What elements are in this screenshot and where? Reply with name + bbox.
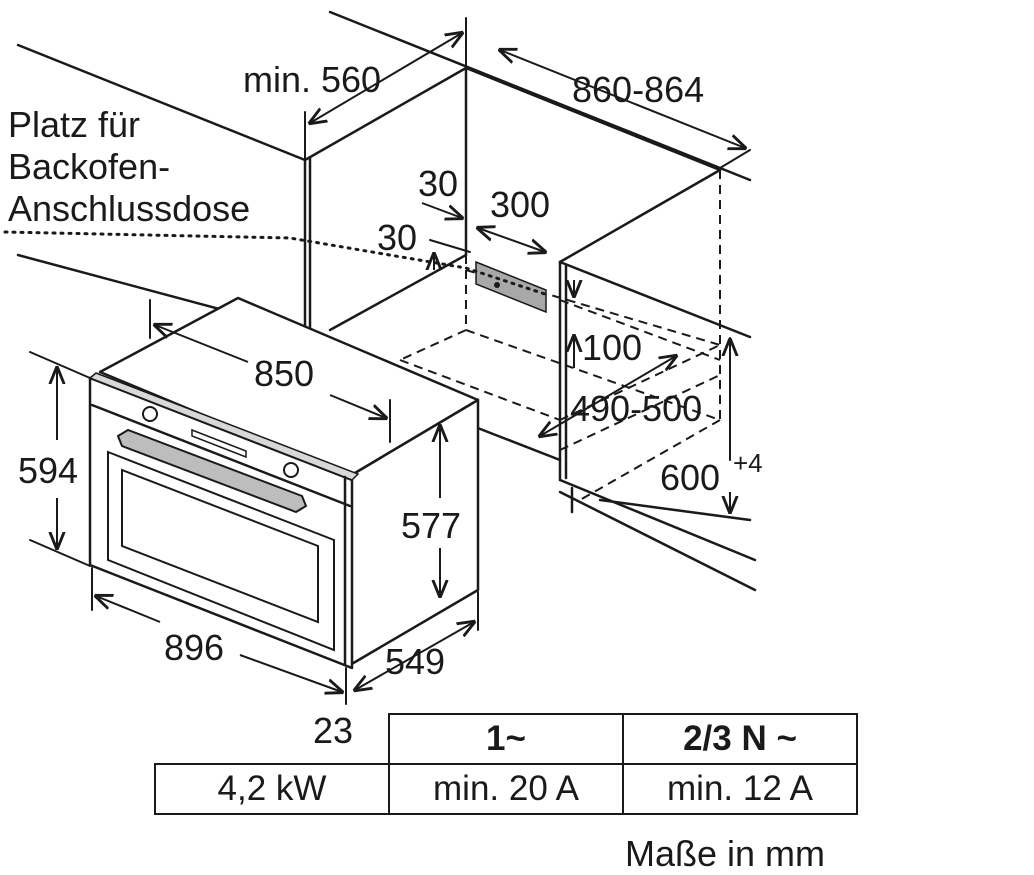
cabinet-niche [3,10,757,592]
socket-label-line-1: Platz für [8,104,140,145]
label-socket-height: 100 [582,327,642,368]
table-header-row: 1~ 2/3 N ~ [155,713,858,765]
label-niche-height-tolerance: +4 [733,448,763,478]
label-niche-width: 860-864 [572,69,704,110]
label-front-thickness: 23 [313,710,354,751]
table-header-cell [155,714,389,764]
handle-icon [116,428,308,514]
label-oven-width-body: 850 [254,353,314,394]
display-icon [191,428,247,459]
dimension-lines [29,17,751,705]
oven [88,296,480,670]
label-oven-width-front: 896 [164,627,224,668]
label-socket-width: 300 [490,184,550,225]
table-header-cell: 2/3 N ~ [622,713,858,765]
table-cell: 4,2 kW [154,763,390,815]
table-cell: min. 12 A [622,763,858,815]
label-oven-height-front: 594 [18,450,78,491]
power-spec-table: 1~ 2/3 N ~ 4,2 kW min. 20 A min. 12 A [154,713,858,815]
label-oven-depth: 549 [385,641,445,682]
units-note: Maße in mm [625,833,826,874]
label-socket-offset-top: 30 [418,163,458,204]
socket-label-line-2: Backofen- [8,146,170,187]
label-niche-depth: min. 560 [243,59,381,100]
label-niche-depth-inner: 490-500 [570,388,702,429]
dimension-labels: Platz für Backofen- Anschlussdose min. 5… [8,59,763,682]
knob-right-icon [283,462,299,478]
label-oven-height-body: 577 [401,505,461,546]
knob-left-icon [142,406,158,422]
socket-label-line-3: Anschlussdose [8,188,250,229]
label-niche-height: 600 [660,457,720,498]
table-cell: min. 20 A [388,763,624,815]
socket-area [475,260,547,314]
label-socket-offset-side: 30 [377,217,417,258]
table-header-cell: 1~ [388,713,624,765]
table-row: 4,2 kW min. 20 A min. 12 A [154,763,858,815]
